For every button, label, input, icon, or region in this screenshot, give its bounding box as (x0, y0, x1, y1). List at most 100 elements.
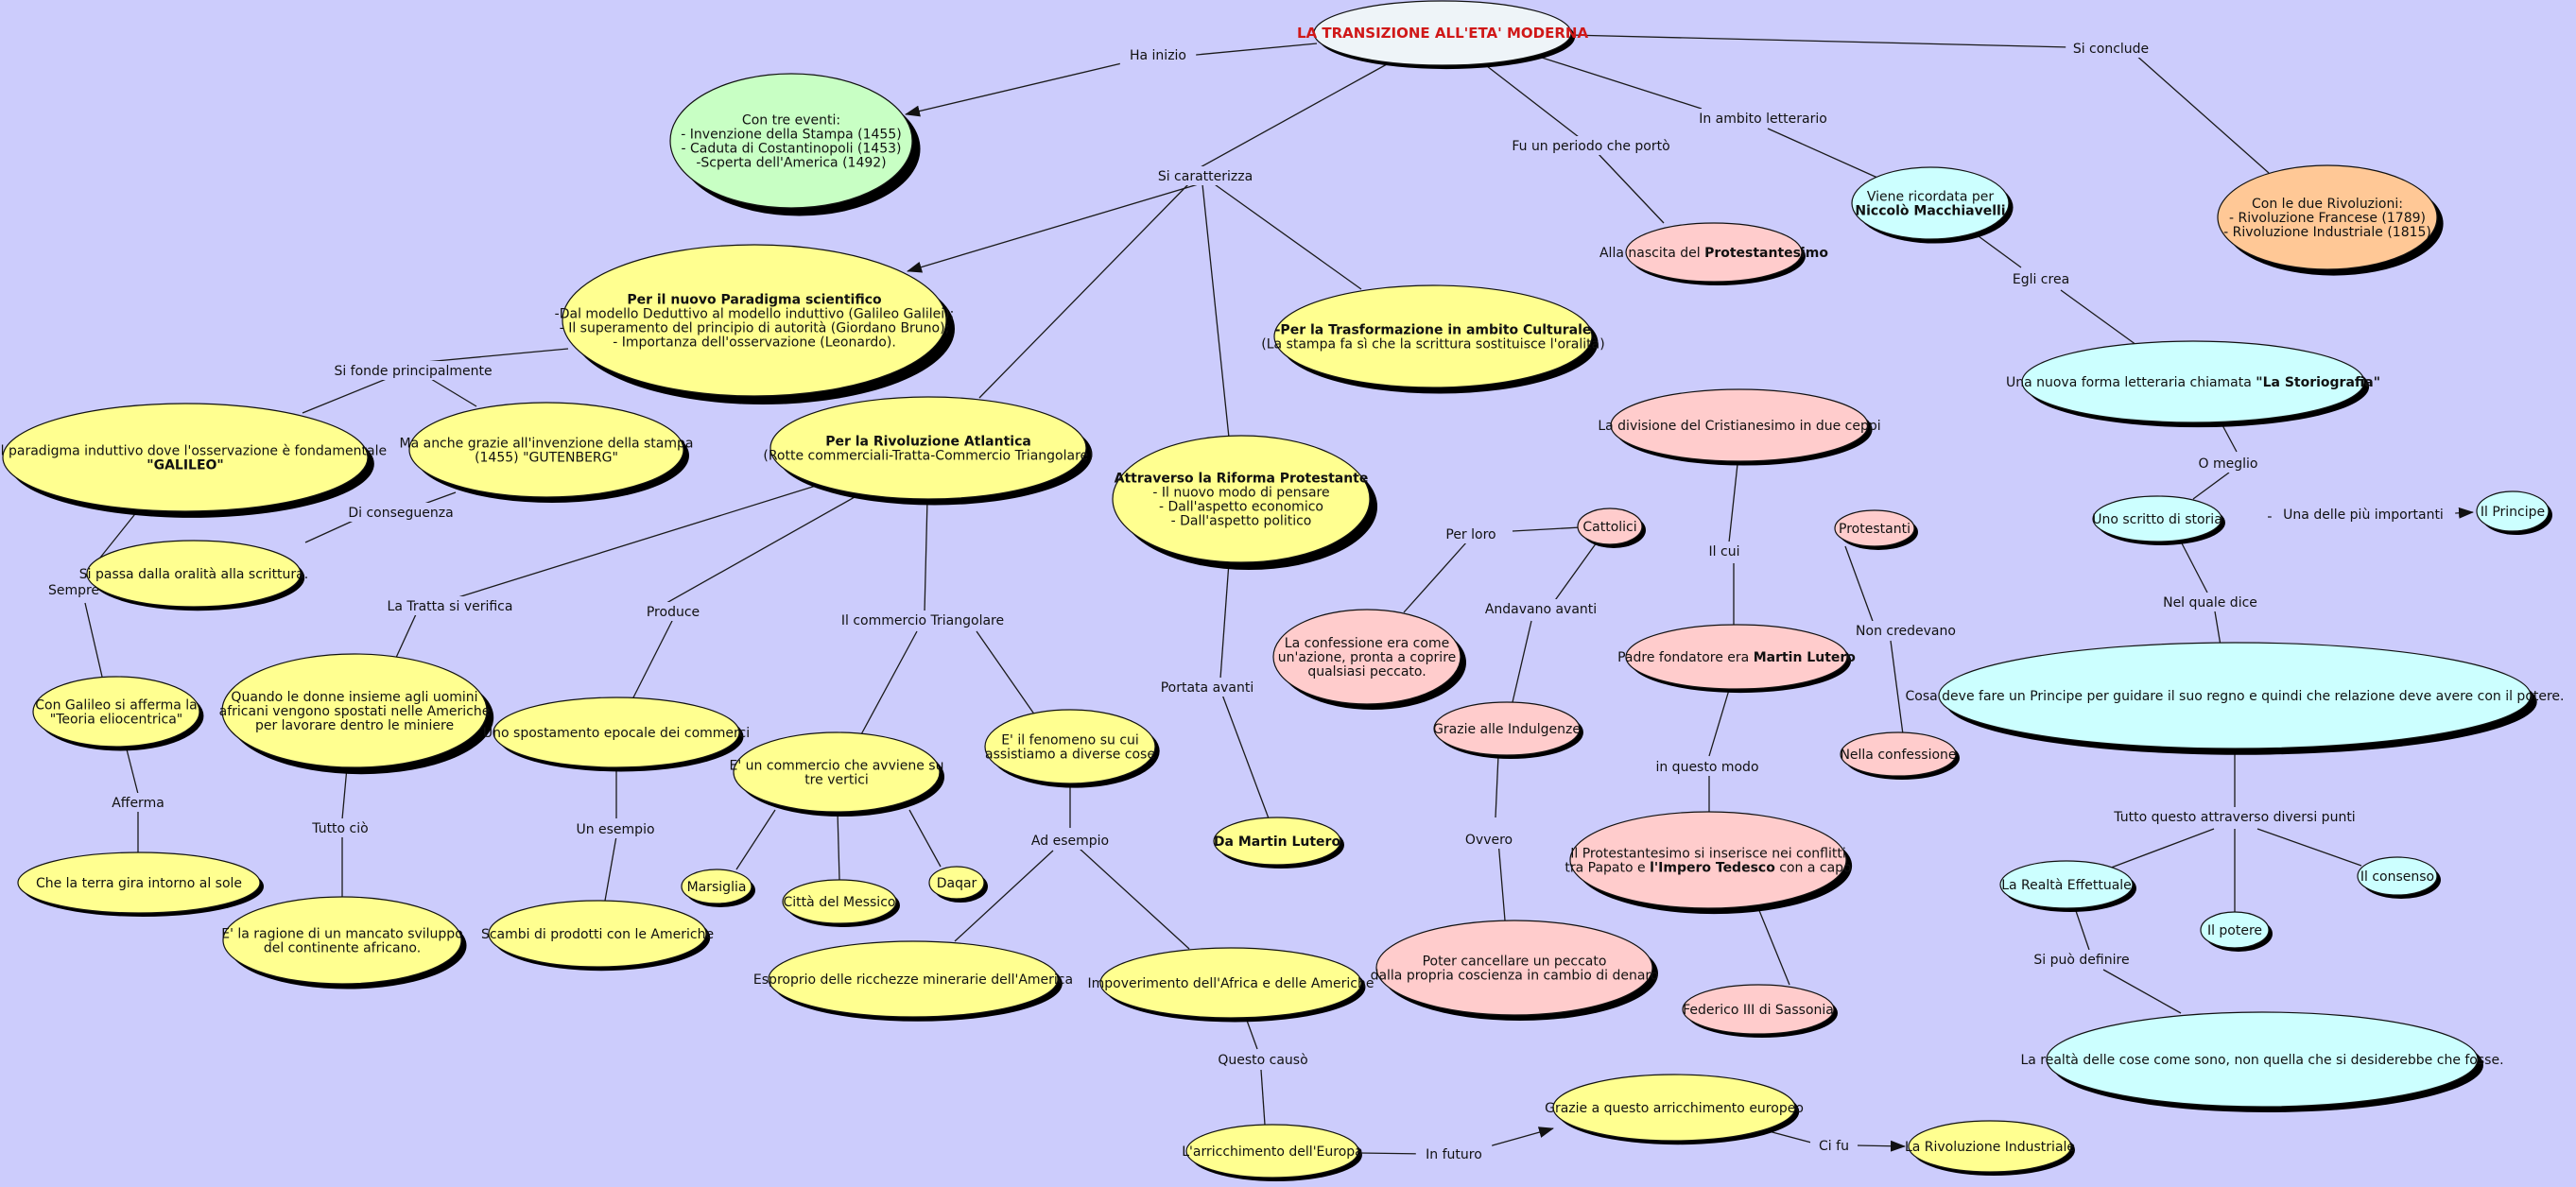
node-ellipse (2021, 340, 2365, 423)
node-text-span: - Dall'aspetto politico (1171, 514, 1312, 529)
node-spostamento[interactable]: Uno spostamento epocale dei commerci (483, 697, 750, 772)
node-text-span: Grazie a questo arricchimento europeo (1545, 1101, 1804, 1116)
node-text-line: Il Principe (2481, 505, 2545, 520)
link-label-background (1651, 757, 1764, 776)
node-text-span: l'Impero Tedesco (1650, 861, 1775, 876)
node-text-span: - Invenzione della Stampa (1455) (681, 128, 901, 143)
connector-line (924, 498, 928, 613)
node-messico[interactable]: Città del Messico (782, 879, 900, 927)
node-dagar[interactable]: Daqar (928, 866, 988, 903)
link-label-background (1853, 621, 1959, 640)
node-text-line: Il consenso (2360, 869, 2434, 885)
node-text-line: Daqar (937, 876, 977, 891)
link-label-ambito-letterario: In ambito letterario (1699, 112, 1827, 127)
connector-line (1890, 640, 1904, 735)
link-label-afferma: Afferma (112, 796, 164, 811)
node-text-line: per lavorare dentro le miniere (255, 718, 454, 733)
node-text-line: - Rivoluzione Industriale (1815) (2223, 225, 2431, 240)
node-fondatore[interactable]: Padre fondatore era Martin Lutero (1617, 624, 1856, 694)
link-label-in-questo-modo: in questo modo (1655, 760, 1758, 775)
node-text-line: Sul paradigma induttivo dove l'osservazi… (0, 444, 387, 459)
node-atlantica[interactable]: Per la Rivoluzione Atlantica(Rotte comme… (763, 396, 1094, 506)
node-ellipse (1840, 731, 1957, 777)
node-protestantesimo[interactable]: Alla nascita del Protestantesimo (1599, 222, 1828, 285)
node-eliocentrica[interactable]: Con Galileo si afferma la"Teoria eliocen… (32, 676, 204, 751)
connector-line (1728, 463, 1738, 543)
node-scambi[interactable]: Scambi di prodotti con le Americhe (481, 900, 714, 972)
node-realta-cose[interactable]: La realtà delle cose come sono, non quel… (2020, 1011, 2504, 1112)
node-text-line: Esproprio delle ricchezze minerarie dell… (753, 972, 1073, 988)
node-realta-effettuale[interactable]: La Realtà Effettuale (1999, 860, 2136, 912)
node-cosa-deve[interactable]: Cosa deve fare un Principe per guidare i… (1906, 642, 2565, 755)
node-text-span: - Caduta di Costantinopoli (1453) (682, 142, 902, 157)
link-label-background (1481, 599, 1600, 618)
node-title[interactable]: LA TRANSIZIONE ALL'ETA' MODERNA (1297, 0, 1588, 70)
link-label-un-esempio: Un esempio (576, 822, 654, 837)
node-riforma[interactable]: Attraverso la Riforma Protestante- Il nu… (1112, 435, 1378, 571)
node-ellipse (32, 676, 200, 748)
node-ellipse (1999, 860, 2134, 909)
node-paradigma-induttivo[interactable]: Sul paradigma induttivo dove l'osservazi… (0, 403, 387, 518)
node-ellipse (1851, 166, 2010, 240)
node-federico[interactable]: Federico III di Sassonia (1682, 984, 1838, 1038)
connector-line (907, 181, 1205, 273)
node-ellipse (1938, 642, 2532, 749)
node-text-line: L'arricchimento dell'Europa (1182, 1144, 1363, 1160)
node-terra-sole[interactable]: Che la terra gira intorno al sole (17, 852, 264, 917)
node-text-line: La realtà delle cose come sono, non quel… (2020, 1053, 2503, 1068)
node-text-line: -Scperta dell'America (1492) (696, 156, 886, 171)
node-rivoluzioni[interactable]: Con le due Rivoluzioni:- Rivoluzione Fra… (2217, 164, 2444, 276)
node-storiografia[interactable]: Una nuova forma letteraria chiamata "La … (2006, 340, 2380, 428)
node-cattolici[interactable]: Cattolici (1577, 507, 1646, 548)
node-text-span: un'azione, pronta a coprire (1278, 650, 1457, 665)
node-oralita[interactable]: Si passa dalla oralità alla scrittura. (79, 540, 308, 611)
node-gutenberg[interactable]: Ma anche grazie all'invenzione della sta… (400, 402, 694, 503)
connector-line (1597, 152, 1665, 224)
node-arricchimento-europeo[interactable]: Grazie a questo arricchimento europeo (1545, 1074, 1804, 1145)
connector-line (1185, 43, 1318, 57)
node-text-span: Protestanti (1839, 522, 1910, 537)
node-donne[interactable]: Quando le donne insieme agli uominiafric… (219, 653, 494, 775)
node-text-line: Attraverso la Riforma Protestante (1115, 472, 1369, 487)
node-text-span: - Rivoluzione Francese (1789) (2229, 211, 2426, 226)
node-da-lutero[interactable]: Da Martin Lutero (1213, 817, 1344, 869)
node-trasformazione[interactable]: -Per la Trasformazione in ambito Cultura… (1261, 284, 1605, 394)
node-text-span: -Scperta dell'America (1492) (696, 156, 886, 171)
node-text-line: assistiamo a diverse cose (985, 748, 1155, 763)
connector-line (1757, 907, 1790, 986)
node-principe[interactable]: Il Principe (2476, 490, 2552, 535)
node-paradigma[interactable]: Per il nuovo Paradigma scientifico-Dal m… (555, 244, 955, 404)
node-ellipse (1569, 811, 1847, 909)
node-potere[interactable]: Il potere (2200, 911, 2273, 952)
node-ellipse (681, 869, 752, 904)
node-sviluppo[interactable]: E' la ragione di un mancato sviluppodel … (221, 896, 467, 989)
node-nella-confessione[interactable]: Nella confessione (1840, 731, 1960, 780)
node-text-line: - Importanza dell'osservazione (Leonardo… (613, 335, 896, 351)
node-esproprio[interactable]: Esproprio delle ricchezze minerarie dell… (753, 940, 1073, 1022)
node-text-line: tre vertici (804, 773, 869, 788)
node-divisione[interactable]: La divisione del Cristianesimo in due ce… (1598, 388, 1881, 466)
node-text-span: Il Principe (2481, 505, 2545, 520)
node-scritto-storia[interactable]: Uno scritto di storia (2092, 495, 2225, 545)
node-consenso[interactable]: Il consenso (2357, 856, 2441, 899)
node-text-line: "Teoria eliocentrica" (50, 713, 182, 728)
node-rivoluzione-industriale[interactable]: La Rivoluzione Industriale (1905, 1120, 2075, 1176)
node-arricchimento-europa[interactable]: L'arricchimento dell'Europa (1182, 1124, 1363, 1181)
node-indulgenze[interactable]: Grazie alle Indulgenze (1433, 701, 1583, 759)
node-protestanti[interactable]: Protestanti (1834, 509, 1918, 550)
node-impoverimento[interactable]: Impoverimento dell'Africa e delle Americ… (1088, 947, 1374, 1023)
link-label-di-conseguenza: Di conseguenza (348, 506, 453, 521)
node-text-line: Uno spostamento epocale dei commerci (483, 726, 750, 741)
node-text-line: LA TRANSIZIONE ALL'ETA' MODERNA (1297, 25, 1588, 42)
node-protestantesimo-conflitti[interactable]: Il Protestantesimo si inserisce nei conf… (1565, 811, 1853, 915)
node-marsiglia[interactable]: Marsiglia (681, 869, 755, 907)
node-text-span: dalla propria coscienza in cambio di den… (1371, 969, 1659, 984)
connector-line (659, 496, 856, 608)
connector-line (1245, 1017, 1258, 1050)
node-tre-eventi[interactable]: Con tre eventi:- Invenzione della Stampa… (669, 73, 921, 216)
